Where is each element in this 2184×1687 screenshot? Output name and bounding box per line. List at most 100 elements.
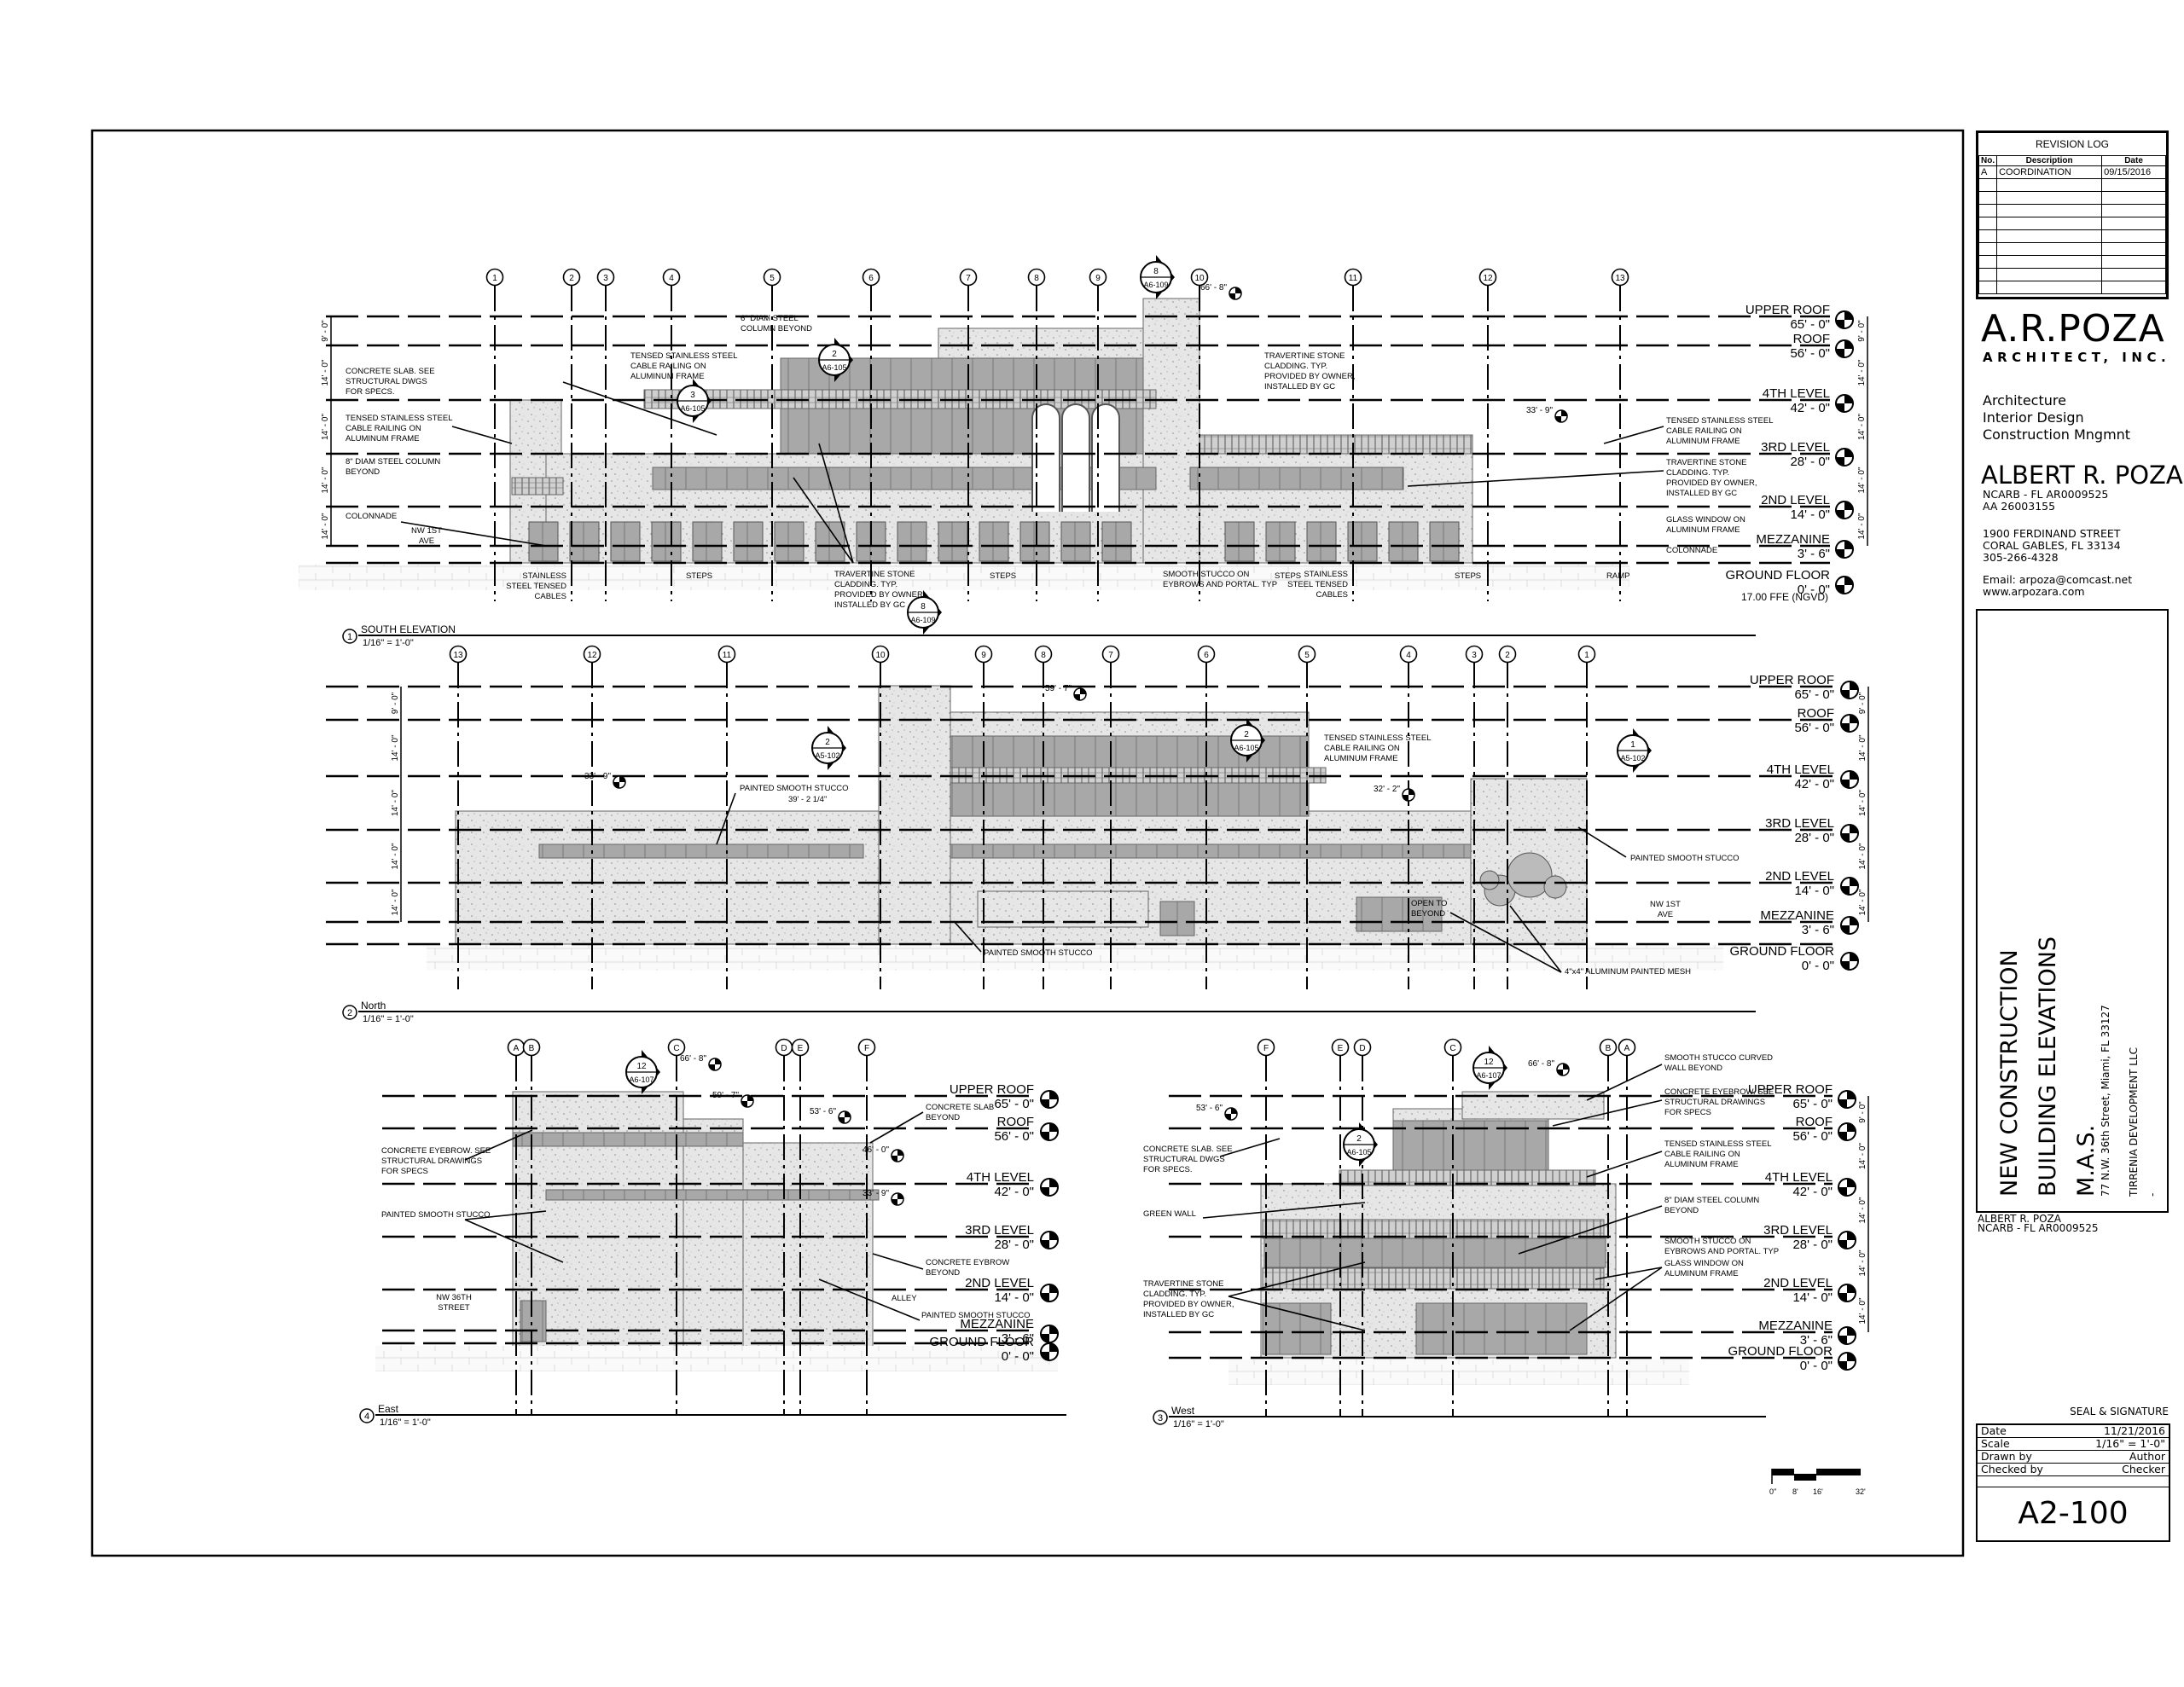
view-scale: 1/16" = 1'-0" [1173,1419,1224,1429]
level-elevation: 0' - 0" [1802,959,1834,973]
grid-bubble [1498,645,1517,664]
note-line: STEPS [1455,571,1481,581]
level-marker-icon [1040,1178,1059,1197]
note-line: STRUCTURAL DWGS [1143,1155,1225,1164]
note-line: AVE [1658,910,1673,919]
leader-line [818,443,854,564]
spot-elevation-value: 66' - 8" [680,1054,706,1064]
note-line: EYBROWS AND PORTAL. TYP [1664,1247,1779,1256]
info-value: 1/16" = 1'-0" [2095,1437,2165,1450]
revision-cell-no [1978,281,1998,294]
grid-label: 12 [587,651,597,660]
level-dimension: 14' - 0" [1858,1143,1867,1169]
grid-bubble [583,645,601,664]
callout-sheet: A6-107 [1476,1071,1501,1080]
leader-line [1407,470,1664,487]
info-label: Drawn by [1981,1450,2032,1463]
level-dimension: 14' - 0" [1858,734,1867,761]
firm-website[interactable]: www.arpozara.com [1983,585,2085,598]
note-line: STEPS [990,571,1016,581]
grid-label: 2 [569,274,574,283]
level-marker-icon [1835,540,1854,559]
level-name: 2ND LEVEL [1765,869,1834,884]
revision-row [1978,229,2166,243]
leader-line [1552,1099,1663,1127]
level-elevation: 14' - 0" [1790,507,1830,522]
level-elevation: 65' - 0" [1794,687,1834,702]
annotation-note: STEPS [686,571,712,581]
note-line: ALLEY [892,1294,917,1303]
revision-cell-date [2101,191,2166,205]
note-line: BEYOND [926,1268,960,1278]
level-dimension: 14' - 0" [1857,467,1867,493]
note-line: INSTALLED BY GC [1264,382,1335,391]
level-marker-fill [1841,715,1858,732]
level-name: 4TH LEVEL [1763,386,1830,401]
grid-label: B [529,1044,535,1053]
view-scale: 1/16" = 1'-0" [363,1014,414,1024]
level-marker-icon [1835,448,1854,467]
level-dimension: 14' - 0" [391,790,400,816]
revision-cell-no [1978,217,1998,230]
level-name: 3RD LEVEL [1761,440,1830,455]
note-line: ALUMINUM FRAME [630,372,705,381]
note-line: PROVIDED BY OWNER, [1143,1300,1234,1309]
level-name: MEZZANINE [960,1317,1034,1331]
view-title-text: SOUTH ELEVATION [361,623,456,635]
grid-bubble [1353,1038,1372,1057]
note-line: ALUMINUM FRAME [1664,1160,1739,1169]
leader-line [1228,1296,1366,1331]
grid-line-D: D [1353,1038,1372,1416]
note-line: PAINTED SMOOTH STUCCO [381,1210,491,1220]
note-line: CLADDING. TYP. [1264,362,1327,371]
callout-number: 12 [636,1062,647,1071]
grid-bubble [596,268,615,287]
note-line: NW 1ST [411,526,442,536]
seal-label: SEAL & SIGNATURE [2070,1406,2169,1417]
callout-sheet: A6-105 [822,363,846,372]
leader-line [400,521,547,547]
level-marker-icon [1040,1090,1059,1109]
level-name: 2ND LEVEL [965,1276,1034,1290]
grid-label: E [798,1044,804,1053]
note-line: 39' - 2 1/4" [788,795,827,804]
glazing [520,1300,547,1342]
grid-line-E: E [791,1038,810,1416]
firm-logo: A.R.POZA [1981,307,2165,351]
grid-label: F [864,1044,869,1053]
sheet-number: A2-100 [2018,1496,2129,1531]
project-extra: - [2146,1192,2158,1197]
revision-cell-no [1978,229,1998,243]
spot-elevation: 33' - 9" [863,1189,904,1206]
level-elevation: 14' - 0" [1794,884,1834,898]
level-dimension: 14' - 0" [1858,1197,1867,1223]
firm-address: 1900 FERDINAND STREET CORAL GABLES, FL 3… [1983,528,2121,564]
revision-cell-description [1996,191,2103,205]
firm-email[interactable]: Email: arpoza@comcast.net [1983,573,2133,586]
grid-bubble [1443,1038,1462,1057]
grid-line-13: 13 [1611,268,1629,601]
revision-cell-no [1978,242,1998,256]
colonnade-window [528,521,559,562]
spot-elevation: 59' - 7" [712,1091,754,1108]
cable-railing [1199,434,1473,455]
section-callout: 1A5-102 [1617,728,1652,773]
level-name: MEZZANINE [1760,908,1834,923]
level-dimension: 14' - 0" [1858,1297,1867,1324]
grid-label: 7 [966,274,971,283]
annotation-note: RAMP [1606,571,1629,581]
note-line: TRAVERTINE STONE [1264,351,1345,361]
note-line: TRAVERTINE STONE [1666,458,1747,467]
level-marker-fill [1836,577,1853,594]
